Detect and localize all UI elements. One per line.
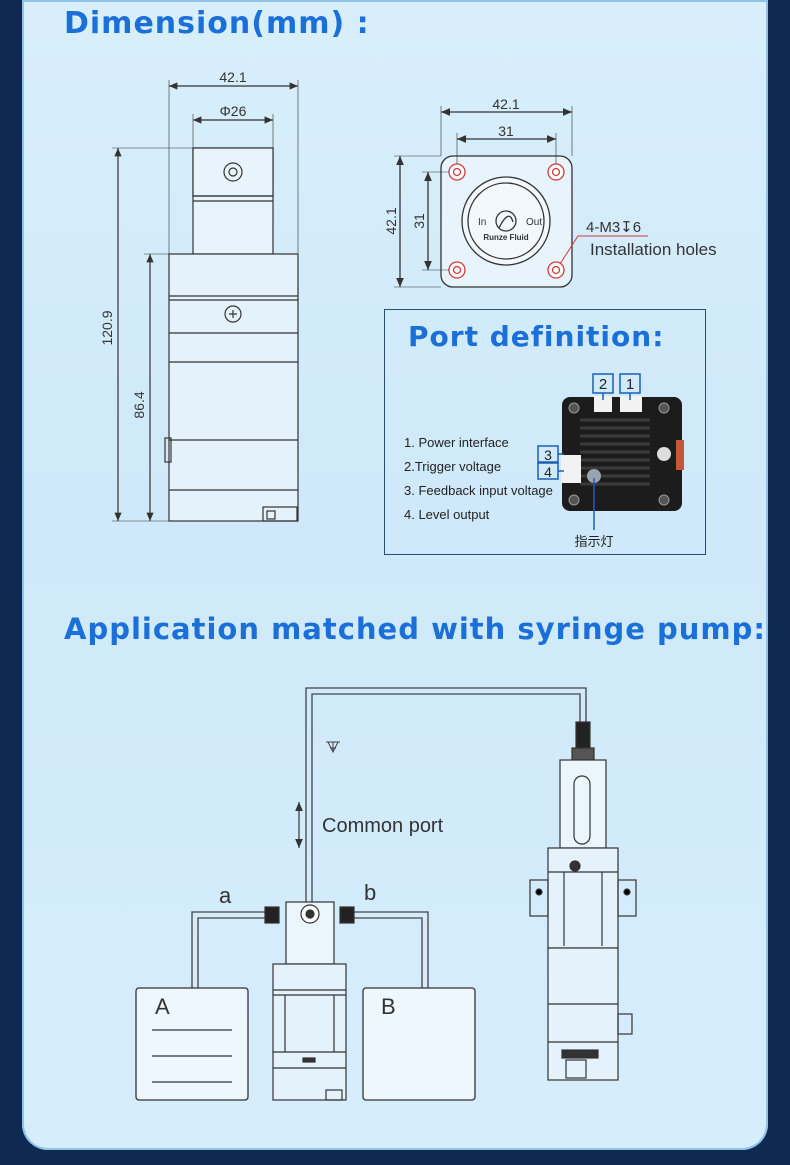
front-width-label: 42.1 [219,69,246,85]
container-b-label: B [381,994,396,1019]
syringe-pump [529,721,637,1081]
hole-spec-label: 4-M3↧6 [586,219,641,236]
body-height-label: 86.4 [131,391,147,418]
pin-label-1: 1 [626,376,634,393]
front-view [112,80,299,522]
top-view [394,106,648,288]
indicator-label: 指示灯 [574,534,613,549]
port-definition-heading: Port definition: [408,320,665,353]
dimension-heading: Dimension(mm) : [64,6,370,41]
brand-label: Runze Fluid [483,233,528,242]
port-a-label: a [219,883,232,908]
pin-label-3: 3 [544,447,552,463]
port-item-1: 1. Power interface [404,435,509,450]
port-definition-box [384,309,706,555]
container-a-label: A [155,994,170,1019]
port-item-4: 4. Level output [404,507,490,522]
port-out-label: Out [526,217,542,228]
pin-label-4: 4 [544,464,552,480]
top-width-label: 42.1 [492,96,519,112]
port-in-label: In [478,217,486,228]
front-diameter-label: Φ26 [220,103,247,119]
container-a [135,987,249,1101]
top-spacing-v-label: 31 [411,213,427,229]
container-b [362,987,476,1101]
pin-label-2: 2 [599,376,607,393]
port-item-3: 3. Feedback input voltage [404,483,553,498]
selector-valve [264,901,355,1101]
hole-caption: Installation holes [590,240,717,259]
top-height-label: 42.1 [383,207,399,234]
port-item-2: 2.Trigger voltage [404,459,502,474]
application-heading: Application matched with syringe pump: [64,612,766,646]
top-spacing-label: 31 [498,123,514,139]
common-port-label: Common port [322,815,444,837]
port-b-label: b [364,880,376,905]
total-height-label: 120.9 [99,310,115,345]
content-card [22,0,768,1150]
driver-board [561,396,684,511]
